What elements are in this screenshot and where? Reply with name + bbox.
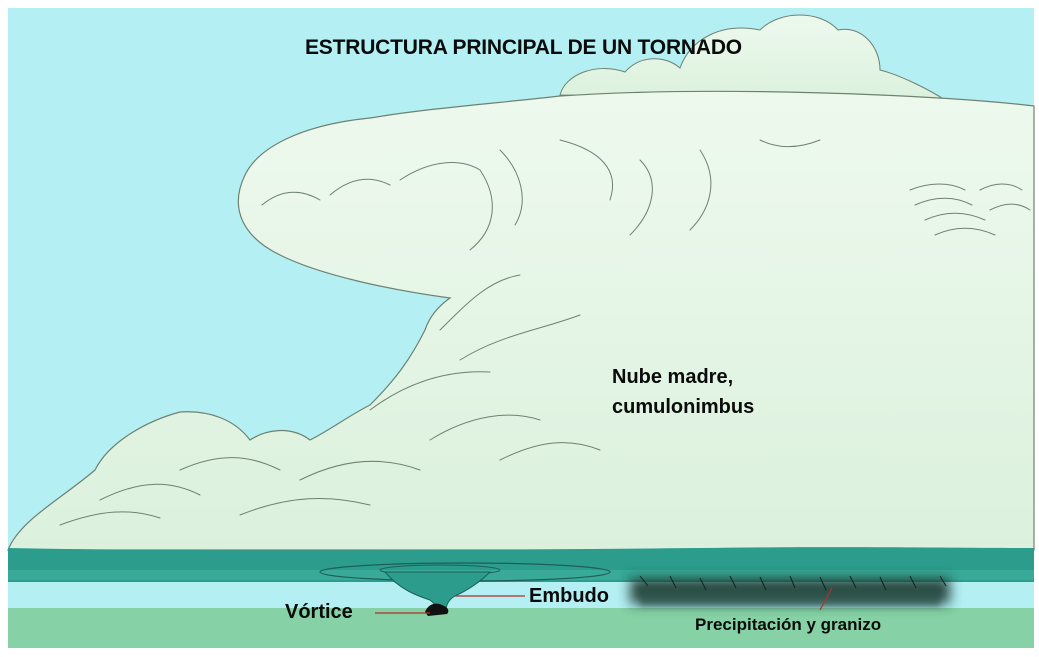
precipitation-label: Precipitación y granizo xyxy=(695,615,882,634)
funnel-label: Embudo xyxy=(529,585,609,607)
mother-cloud-label: Nube madre, cumulonimbus xyxy=(612,362,754,422)
precipitation-leader-line xyxy=(819,587,833,611)
cloud-base-lower xyxy=(8,570,1034,580)
cumulonimbus-cloud xyxy=(7,90,1035,551)
cloud-texture xyxy=(59,139,1031,526)
precipitation-streaks xyxy=(639,575,947,591)
vortex xyxy=(425,603,449,616)
mother-cloud-label-line1: Nube madre, xyxy=(612,366,734,388)
top-cloud-puffs xyxy=(559,14,947,101)
mother-cloud-label-line2: cumulonimbus xyxy=(612,396,755,418)
precipitation-curtain xyxy=(630,578,950,606)
vortex-label: Vórtice xyxy=(285,601,353,623)
ground xyxy=(8,608,1034,648)
diagram-title: ESTRUCTURA PRINCIPAL DE UN TORNADO xyxy=(305,36,742,59)
